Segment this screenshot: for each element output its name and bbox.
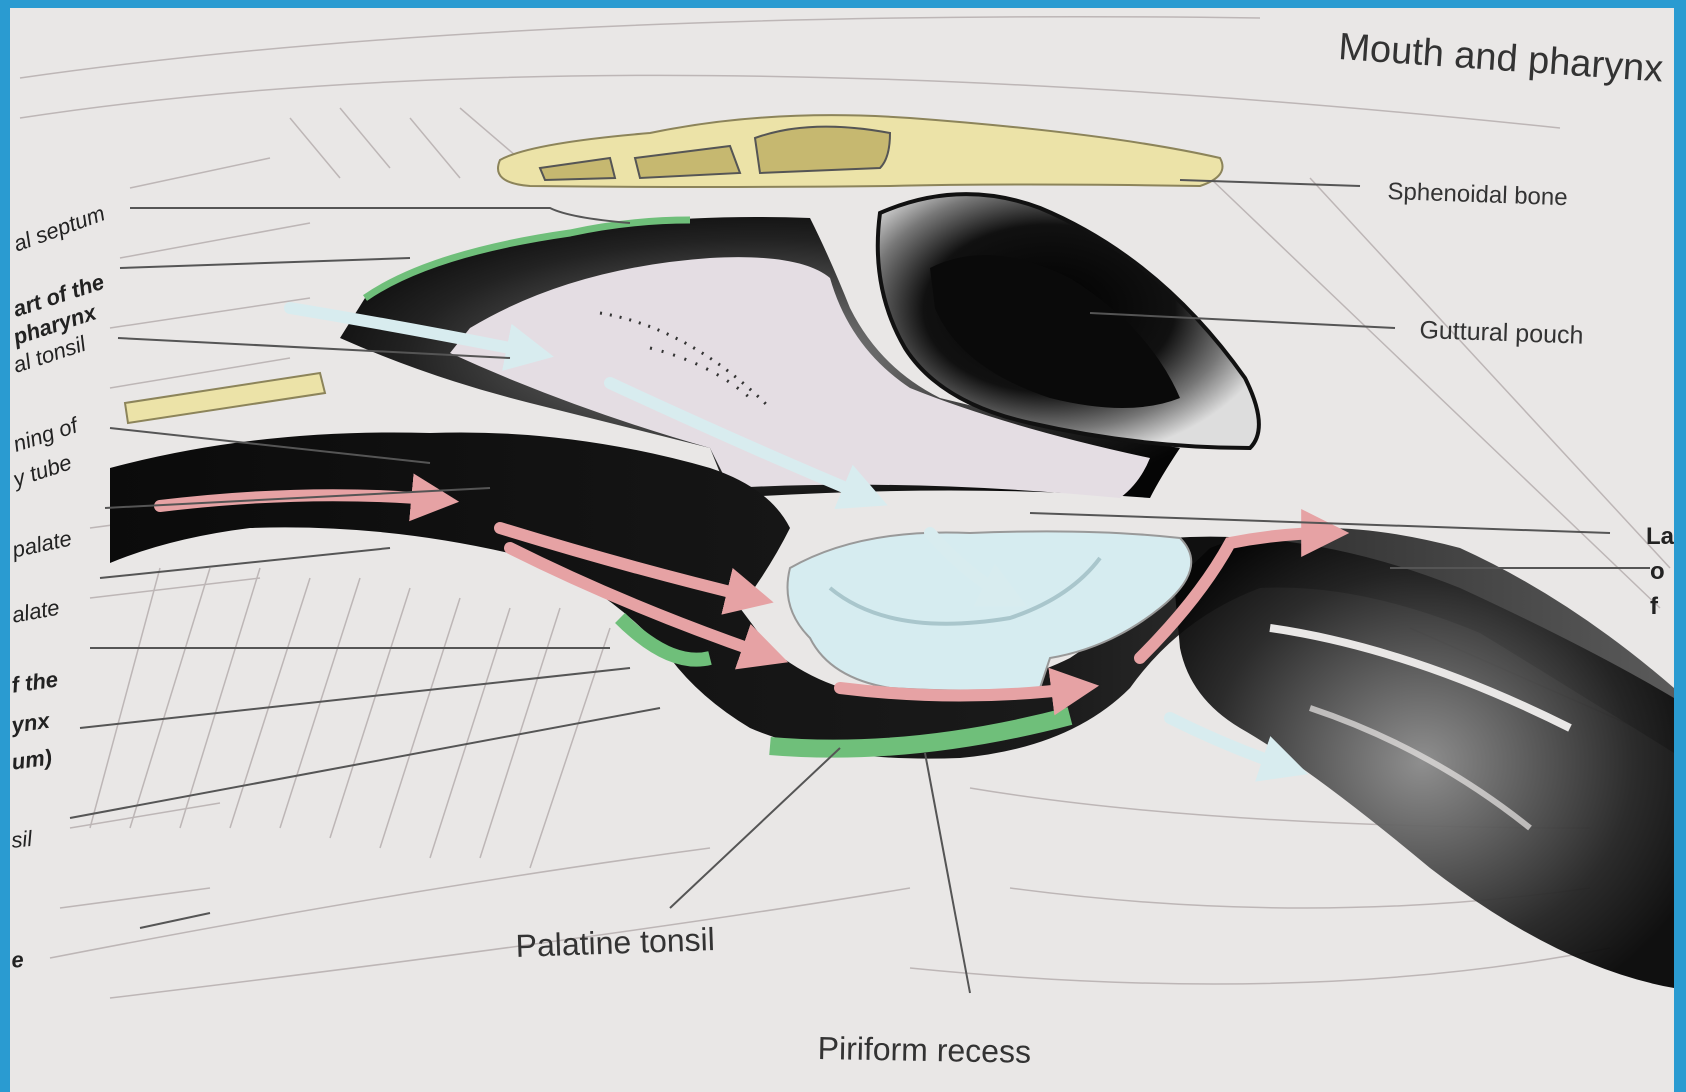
cut-label: um) bbox=[10, 744, 54, 775]
label-palatine-tonsil: Palatine tonsil bbox=[515, 921, 715, 965]
pharynx-diagram bbox=[10, 8, 1674, 1092]
cut-label: e bbox=[10, 947, 25, 974]
cut-label: sil bbox=[10, 826, 33, 854]
cut-label: ynx bbox=[10, 708, 51, 739]
textbook-photo: Mouth and pharynx Sphenoidal bone Guttur… bbox=[10, 8, 1674, 1092]
cut-label-right: o bbox=[1650, 558, 1665, 586]
cut-label-right: La bbox=[1646, 523, 1674, 551]
cut-label-right: f bbox=[1650, 593, 1658, 621]
label-guttural-pouch: Guttural pouch bbox=[1419, 316, 1584, 351]
label-piriform-recess: Piriform recess bbox=[817, 1030, 1031, 1071]
larynx bbox=[1170, 537, 1674, 988]
